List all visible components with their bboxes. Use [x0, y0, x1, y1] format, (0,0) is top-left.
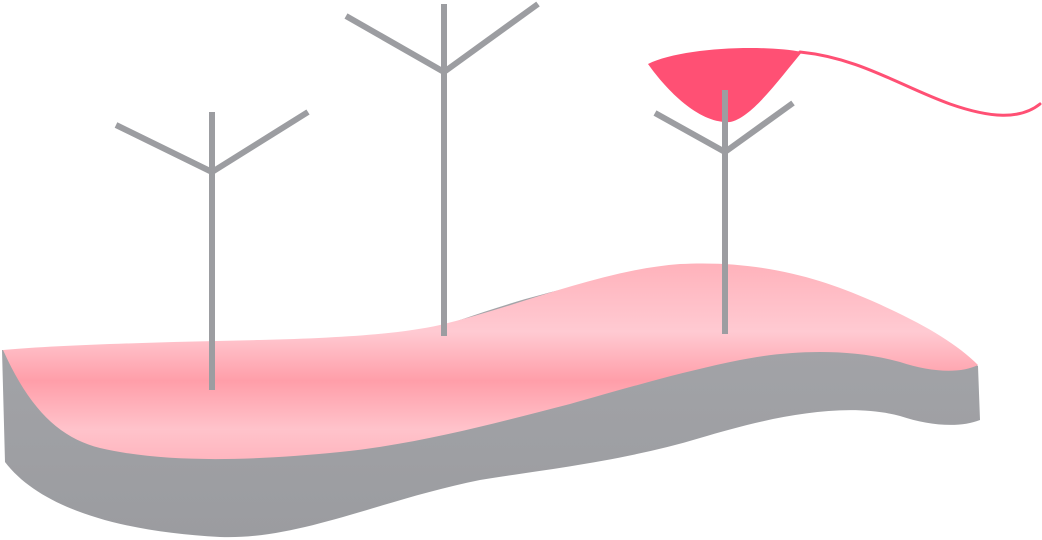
- pink-string-line: [798, 50, 1042, 117]
- y-shaped-pole-center: [344, 1, 540, 336]
- y-shaped-pole-left: [114, 109, 310, 390]
- pink-sail-shape: [648, 48, 802, 123]
- terrain-top: [3, 263, 978, 460]
- y-shaped-pole-right: [653, 90, 795, 334]
